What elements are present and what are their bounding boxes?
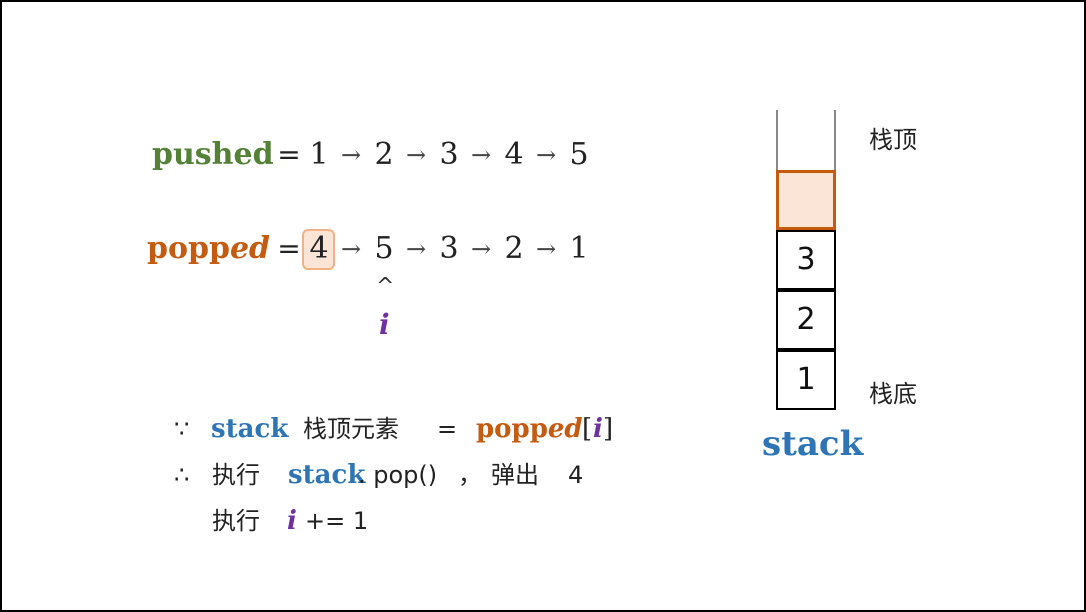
note-bracket-open: [ <box>582 414 593 444</box>
popped-arrow: → <box>405 235 427 263</box>
pushed-item: 4 <box>504 137 524 172</box>
pushed-equals: = <box>277 138 301 171</box>
note-pop-method: . pop() <box>358 461 438 489</box>
note-popped-italic: ed <box>547 414 583 444</box>
pushed-sequence: pushed = 1 → 2 → 3 → 4 → 5 <box>2 135 702 175</box>
popped-equals: = <box>277 232 301 265</box>
pointer-index-label: i <box>379 308 390 341</box>
stack-cell: 1 <box>776 350 836 410</box>
stack-caption: stack <box>762 424 864 464</box>
stack-top-slot <box>776 170 836 230</box>
popped-sequence: popped = 4 → 5 → 3 → 2 → 1 <box>2 229 702 270</box>
current-element-highlight <box>302 229 335 270</box>
pushed-item: 3 <box>439 137 459 172</box>
note-equals: = <box>437 415 458 443</box>
popped-label: popped <box>147 229 270 269</box>
pushed-item: 5 <box>569 137 589 172</box>
popped-item: 4 <box>309 231 329 266</box>
popped-item: 5 <box>374 231 394 266</box>
pointer-caret: ^ <box>376 274 395 299</box>
pushed-label: pushed <box>152 137 274 172</box>
note-index: i <box>287 506 297 536</box>
because-symbol: ∵ <box>174 415 190 443</box>
popped-label-plain: popp <box>147 231 230 266</box>
stack-bottom-label: 栈底 <box>869 380 917 408</box>
stack-top-label: 栈顶 <box>869 126 917 154</box>
note-comma: ， <box>458 461 482 489</box>
note-stack-word: stack <box>288 460 366 490</box>
note-line-increment: 执行 i += 1 <box>2 503 702 539</box>
popped-item: 3 <box>439 231 459 266</box>
pushed-item: 2 <box>374 137 394 172</box>
pushed-arrow: → <box>535 141 557 169</box>
note-index: i <box>593 414 603 444</box>
popped-arrow: → <box>535 235 557 263</box>
note-line-because: ∵ stack 栈顶元素 = popped [ i ] <box>2 411 702 447</box>
popped-arrow: → <box>470 235 492 263</box>
note-pop-out: 弹出 <box>491 461 539 489</box>
therefore-symbol: ∴ <box>174 461 190 489</box>
popped-arrow: → <box>340 235 362 263</box>
note-popped-word: popped <box>476 411 583 447</box>
stack-right-wall <box>834 110 836 172</box>
popped-label-italic: ed <box>229 231 271 266</box>
note-popped-plain: popp <box>476 414 548 444</box>
stack-left-wall <box>776 110 778 172</box>
note-line-therefore: ∴ 执行 stack . pop() ， 弹出 4 <box>2 457 702 493</box>
popped-item: 2 <box>504 231 524 266</box>
note-exec: 执行 <box>212 461 260 489</box>
pushed-arrow: → <box>405 141 427 169</box>
stack-cell: 2 <box>776 290 836 350</box>
note-top-element: 栈顶元素 <box>303 415 399 443</box>
stack-cell: 3 <box>776 230 836 290</box>
note-pop-value: 4 <box>568 461 584 489</box>
pushed-arrow: → <box>340 141 362 169</box>
pushed-item: 1 <box>309 137 329 172</box>
note-bracket-close: ] <box>603 414 614 444</box>
note-stack-word: stack <box>211 414 289 444</box>
note-exec: 执行 <box>212 507 260 535</box>
note-increment-op: += 1 <box>305 507 369 535</box>
pushed-arrow: → <box>470 141 492 169</box>
popped-item: 1 <box>569 231 589 266</box>
